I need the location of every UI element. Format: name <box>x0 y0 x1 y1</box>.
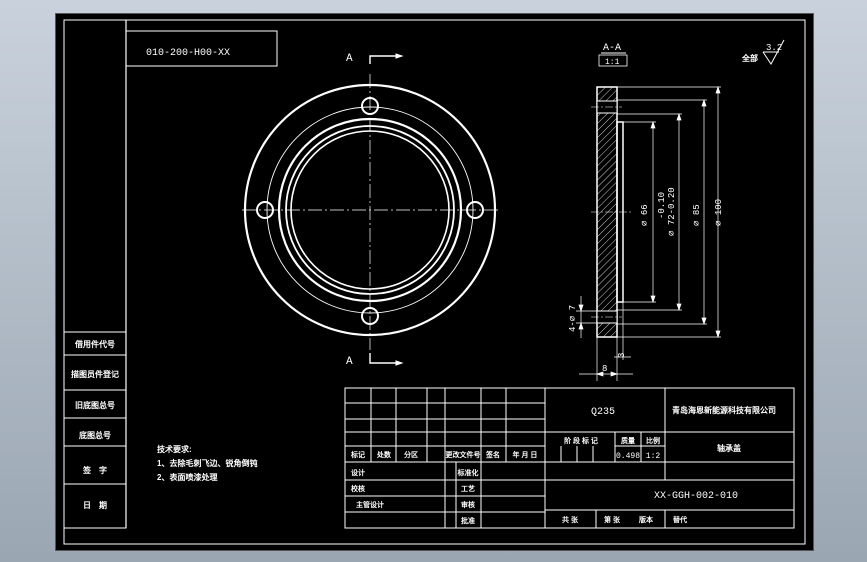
thickness-dimensions <box>579 302 633 381</box>
inner-border <box>63 19 806 545</box>
dim-d66: ⌀ 66 <box>640 204 650 226</box>
hdr-change-doc: 更改文件号 <box>446 450 481 459</box>
part-name: 轴承盖 <box>717 443 741 453</box>
left-strip-3: 旧底图总号 <box>75 400 115 410</box>
hdr-scale: 比例 <box>646 436 660 445</box>
scale-value: 1:2 <box>646 452 661 461</box>
left-strip-table <box>63 331 127 529</box>
dim-thickness: 8 <box>602 364 607 374</box>
material: Q235 <box>591 407 615 418</box>
hdr-version: 版本 <box>639 515 653 524</box>
drawing-frame: 010-200-H00-XX A A A-A 1:1 全部 3.2 <box>55 13 814 551</box>
roughness-symbol-icon <box>762 39 785 65</box>
hdr-designer: 设计 <box>351 468 365 477</box>
section-profile <box>591 86 631 338</box>
left-strip-6: 日 期 <box>83 500 107 510</box>
hdr-process: 工艺 <box>461 484 475 493</box>
section-scale: 1:1 <box>605 58 620 67</box>
left-strip-1: 借用件代号 <box>74 339 115 349</box>
front-view <box>242 74 498 350</box>
dim-holes: 4-⌀ 7 <box>568 305 578 332</box>
tech-req-title: 技术要求: <box>157 444 192 454</box>
hole-dimension <box>576 296 597 338</box>
drawing-number-top: 010-200-H00-XX <box>146 48 230 59</box>
dim-d100: ⌀ 100 <box>714 199 724 226</box>
hdr-mass: 质量 <box>621 436 635 445</box>
section-marker-top: A <box>346 53 353 65</box>
left-strip-2: 描图员件登记 <box>71 369 119 379</box>
hdr-checker: 校核 <box>351 484 365 493</box>
left-strip-4: 底图总号 <box>78 430 111 440</box>
hdr-approve: 批准 <box>461 516 475 525</box>
hdr-zone: 分区 <box>404 450 418 459</box>
cad-drawing: 010-200-H00-XX A A A-A 1:1 全部 3.2 <box>63 19 806 545</box>
finish-label: 全部 <box>741 53 758 63</box>
tech-req-line-1: 1、去除毛刺飞边、锐角倒钝 <box>157 458 257 468</box>
dim-tolerance: -0.10 <box>657 192 667 219</box>
hdr-chief-designer: 主管设计 <box>356 500 384 509</box>
section-marker-bottom: A <box>346 356 353 368</box>
hdr-stage-mark: 阶 段 标 记 <box>564 436 598 445</box>
drawing-number: XX-GGH-002-010 <box>654 491 738 502</box>
section-markers <box>369 53 404 366</box>
hdr-standardization: 标准化 <box>457 468 479 477</box>
drawing-number-box <box>125 30 278 67</box>
dim-d85: ⌀ 85 <box>692 204 702 226</box>
diameter-dimensions <box>617 85 721 339</box>
hdr-count: 处数 <box>376 450 392 459</box>
hdr-sheet: 第 张 <box>604 515 621 524</box>
hdr-date: 年 月 日 <box>513 450 538 459</box>
hdr-review: 审核 <box>461 500 475 509</box>
hdr-total: 共 张 <box>562 515 579 524</box>
section-title: A-A <box>603 43 621 54</box>
mass-value: 0.498 <box>616 452 640 461</box>
hdr-mark: 标记 <box>350 450 365 459</box>
dim-d72: ⌀ 72-0.20 <box>667 187 677 236</box>
dim-step: 3 <box>617 353 627 358</box>
tech-req-line-2: 2、表面喷漆处理 <box>157 472 217 482</box>
company-name: 青岛海恩新能源科技有限公司 <box>672 405 776 415</box>
left-strip-5: 签 字 <box>82 465 107 475</box>
title-block <box>344 387 795 529</box>
finish-value: 3.2 <box>766 43 782 53</box>
hdr-replace: 替代 <box>673 515 687 524</box>
hdr-signature: 签名 <box>485 450 500 459</box>
